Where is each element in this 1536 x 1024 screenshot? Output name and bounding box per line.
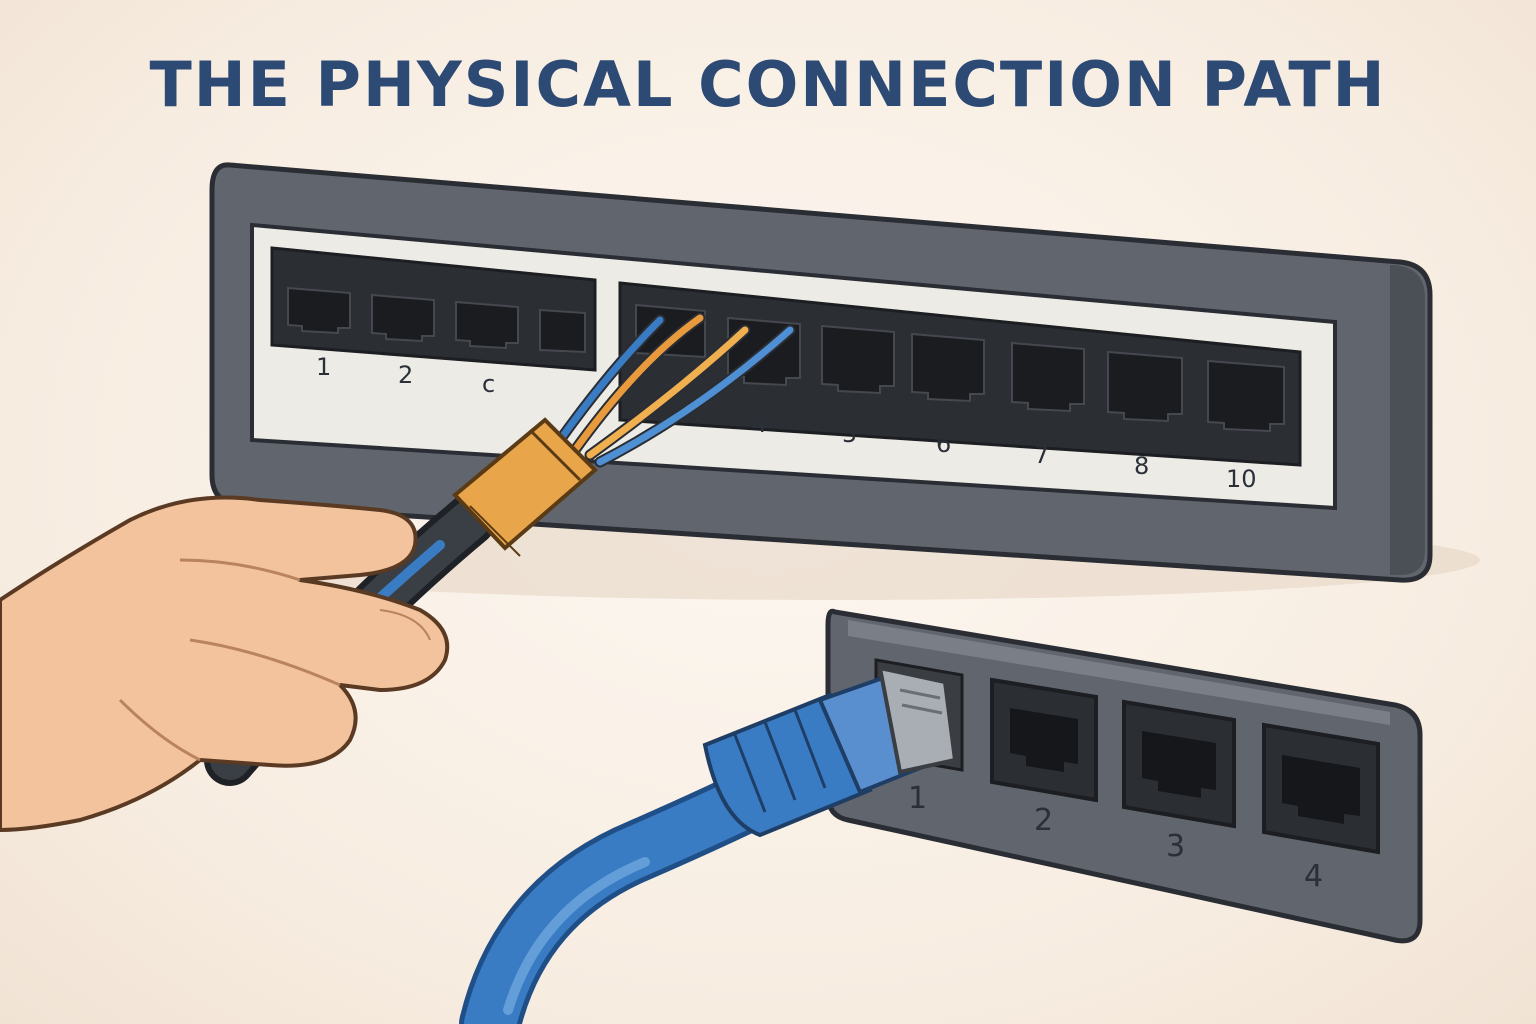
port-label: 4	[752, 410, 767, 438]
bottom-patch-panel	[825, 608, 1423, 944]
rj45-port	[371, 293, 435, 343]
port-label: 5	[842, 420, 857, 448]
rj45-port	[539, 308, 586, 354]
rj45-port	[635, 303, 706, 359]
rj45-port	[1207, 359, 1285, 433]
port-label: 10	[1226, 465, 1257, 493]
port-label: c	[482, 370, 495, 398]
page-title: THE PHYSICAL CONNECTION PATH	[149, 48, 1387, 121]
port-label: 1	[316, 353, 331, 381]
port-label: 7	[1034, 441, 1049, 469]
port-label: 3	[1166, 829, 1185, 864]
port-label: 2	[398, 361, 413, 389]
rj45-port	[821, 324, 895, 395]
rj45-port	[911, 332, 985, 403]
port-label: 8	[1134, 452, 1149, 480]
rj45-port	[1122, 699, 1236, 829]
port-label: 1	[908, 781, 927, 816]
rj45-port	[1107, 350, 1183, 423]
rj45-port	[287, 286, 351, 335]
port-label: 2	[1034, 803, 1053, 838]
rj45-port	[1262, 722, 1380, 855]
port-label: 4	[1304, 859, 1323, 894]
top-left-ports	[287, 286, 586, 354]
rj45-port	[455, 300, 519, 350]
ethernet-plug-icon	[459, 665, 958, 1024]
hand-icon	[0, 495, 450, 832]
rj45-port	[1011, 341, 1085, 413]
rj45-port	[990, 677, 1098, 803]
port-label: 6	[936, 430, 951, 458]
